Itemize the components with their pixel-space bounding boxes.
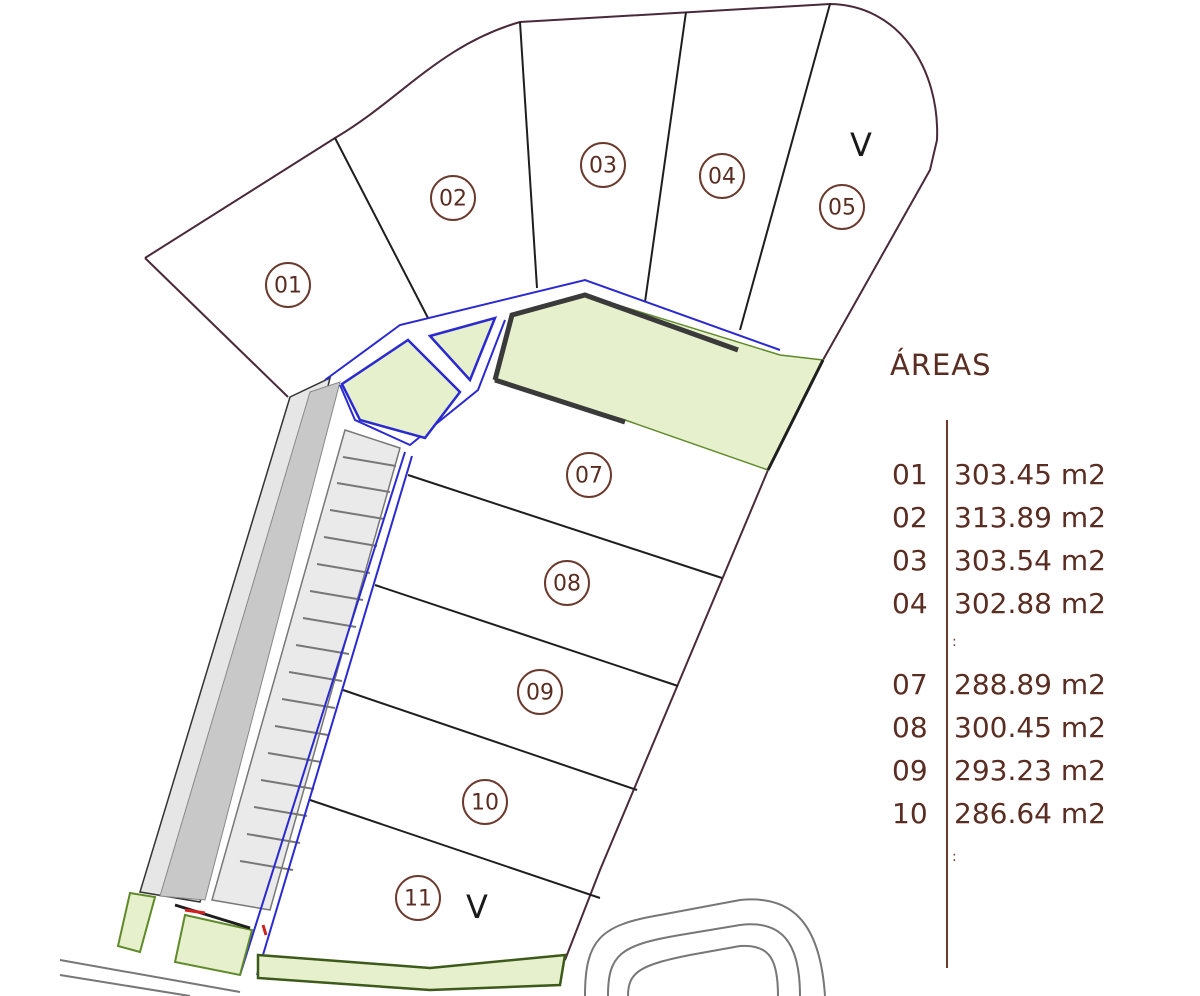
green-areas (116, 292, 825, 992)
svg-text:04: 04 (708, 165, 736, 190)
lot-label-01[interactable]: 01 (265, 262, 311, 308)
green-pentagon (340, 338, 462, 440)
legend-area: 303.54 m2 (954, 544, 1106, 577)
legend-lot: 01 (892, 458, 928, 491)
lot-dividers-east (309, 474, 723, 899)
legend-area: 288.89 m2 (954, 668, 1106, 701)
svg-text:08: 08 (553, 572, 581, 597)
svg-text:11: 11 (404, 887, 432, 912)
walkway (239, 278, 781, 976)
lot-label-03[interactable]: 03 (580, 142, 626, 188)
svg-text:10: 10 (471, 791, 499, 816)
legend-title: ÁREAS (890, 348, 992, 382)
legend-lot: 04 (892, 587, 928, 620)
svg-text:05: 05 (828, 196, 856, 221)
svg-text:03: 03 (589, 154, 617, 179)
legend-area: 302.88 m2 (954, 587, 1106, 620)
svg-text:07: 07 (575, 464, 603, 489)
legend-gap-marker: : (952, 849, 957, 865)
marker-v-lot-11: V (466, 888, 488, 926)
marker-v-lot-05: V (850, 126, 872, 164)
lot-label-09[interactable]: 09 (517, 669, 563, 715)
lot-dividers-north (334, 3, 831, 331)
legend-lot: 09 (892, 754, 928, 787)
lot-label-02[interactable]: 02 (430, 175, 476, 221)
lot-label-11[interactable]: 11 (395, 875, 441, 921)
legend-area: 303.45 m2 (954, 458, 1106, 491)
legend-lot: 03 (892, 544, 928, 577)
svg-text:01: 01 (274, 274, 302, 299)
site-boundary-west (144, 257, 289, 398)
lot-label-07[interactable]: 07 (566, 452, 612, 498)
parking-road (139, 376, 401, 911)
lot-labels: 01 02 03 04 05 07 08 09 10 11 (265, 142, 865, 921)
legend-area: 313.89 m2 (954, 501, 1106, 534)
green-triangle (427, 316, 498, 383)
parking-stalls (239, 456, 397, 871)
site-boundary (144, 2, 939, 961)
green-corner-right (173, 913, 254, 977)
lot-label-08[interactable]: 08 (544, 560, 590, 606)
legend-area: 300.45 m2 (954, 711, 1106, 744)
legend-lot: 08 (892, 711, 928, 744)
legend-area: 293.23 m2 (954, 754, 1106, 787)
legend-lot: 07 (892, 668, 928, 701)
svg-text:02: 02 (439, 187, 467, 212)
legend-area: 286.64 m2 (954, 797, 1106, 830)
street-curves (59, 898, 826, 996)
legend-lot: 10 (892, 797, 928, 830)
legend-gap-marker: : (952, 634, 957, 650)
lot-label-05[interactable]: 05 (819, 184, 865, 230)
legend-divider (946, 420, 948, 968)
green-corner-left (116, 891, 157, 954)
lot-label-10[interactable]: 10 (462, 779, 508, 825)
green-strip-south (256, 953, 567, 992)
legend-lot: 02 (892, 501, 928, 534)
svg-text:09: 09 (526, 681, 554, 706)
lot-label-04[interactable]: 04 (699, 153, 745, 199)
